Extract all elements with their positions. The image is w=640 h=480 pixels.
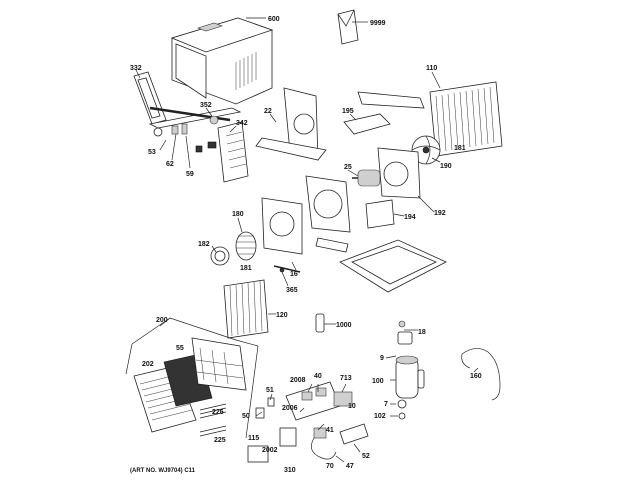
- motor-part: [352, 169, 381, 187]
- callout-2008: 2008: [290, 377, 306, 384]
- callout-100: 100: [372, 378, 384, 385]
- callout-22: 22: [264, 108, 272, 115]
- callout-180: 180: [232, 211, 244, 218]
- callout-70: 70: [326, 463, 334, 470]
- callout-195: 195: [342, 108, 354, 115]
- grommet-part: [397, 399, 407, 420]
- front-divider-part: [255, 87, 327, 161]
- cabinet-part: [170, 17, 274, 105]
- manual-part: [337, 9, 359, 45]
- callout-62: 62: [166, 161, 174, 168]
- compressor-part: [395, 355, 425, 399]
- callout-102: 102: [374, 413, 386, 420]
- bracket-parts: [171, 123, 217, 153]
- blower-housing-part: [261, 175, 351, 255]
- overload-part: [397, 320, 413, 345]
- fan-blade-part: [411, 135, 441, 165]
- callout-52: 52: [362, 453, 370, 460]
- shaft-part: [273, 265, 301, 273]
- shroud-part: [377, 147, 421, 199]
- callout-194: 194: [404, 214, 416, 221]
- callout-332: 332: [130, 65, 142, 72]
- callout-9: 9: [380, 355, 384, 362]
- callout-labels: 600 9999 332 110 352 22 195 342 181 53 6…: [130, 16, 482, 474]
- support-bar-part: [149, 106, 231, 125]
- control-knob-part: [339, 423, 369, 445]
- front-frame-part: [133, 71, 242, 137]
- evaporator-coil-part: [223, 279, 269, 339]
- callout-51: 51: [266, 387, 274, 394]
- callout-115: 115: [248, 435, 259, 442]
- callout-225: 225: [214, 437, 226, 444]
- callout-9999: 9999: [370, 20, 386, 27]
- control-panel-part: [285, 381, 341, 421]
- callout-10: 10: [348, 403, 356, 410]
- tray-part: [343, 91, 425, 135]
- callout-59: 59: [186, 171, 194, 178]
- callout-7: 7: [384, 401, 388, 408]
- callout-55: 55: [176, 345, 184, 352]
- callout-182: 182: [198, 241, 210, 248]
- callout-18: 18: [418, 329, 426, 336]
- thermistor-part: [315, 313, 325, 333]
- callout-226: 226: [212, 409, 224, 416]
- callout-16: 16: [290, 271, 298, 278]
- callout-190: 190: [440, 163, 452, 170]
- callout-2002: 2002: [262, 447, 278, 454]
- orifice-ring-part: [210, 246, 230, 266]
- callout-110: 110: [426, 65, 437, 72]
- capacitor-part: [247, 427, 297, 463]
- callout-713: 713: [340, 375, 352, 382]
- callout-200: 200: [156, 317, 168, 324]
- front-panel-part: [191, 337, 247, 391]
- callout-50: 50: [242, 413, 250, 420]
- base-pan-part: [339, 239, 447, 293]
- motor-mount-part: [365, 199, 395, 229]
- callout-25: 25: [344, 164, 352, 171]
- callout-53: 53: [148, 149, 156, 156]
- callout-160: 160: [470, 373, 482, 380]
- condenser-coil-part: [429, 81, 503, 157]
- callout-40: 40: [314, 373, 322, 380]
- tubing-part: [461, 348, 501, 401]
- louver-parts: [199, 403, 227, 437]
- blower-wheel-part: [235, 231, 257, 261]
- callout-181-lower: 181: [240, 265, 252, 272]
- callout-310: 310: [284, 467, 296, 474]
- callout-1000: 1000: [336, 322, 352, 329]
- callout-342: 342: [236, 120, 248, 127]
- callout-365: 365: [286, 287, 298, 294]
- art-number-caption: (ART NO. WJ9704) C11: [130, 468, 196, 474]
- callout-192: 192: [434, 210, 446, 217]
- side-panel-part: [217, 121, 249, 183]
- callout-47: 47: [346, 463, 354, 470]
- leader-lines: [135, 17, 479, 463]
- callout-352: 352: [200, 102, 212, 109]
- callout-600: 600: [268, 16, 280, 23]
- callout-181-upper: 181: [454, 145, 466, 152]
- callout-41: 41: [326, 427, 334, 434]
- callout-2006: 2006: [282, 405, 298, 412]
- callout-202: 202: [142, 361, 154, 368]
- callout-120: 120: [276, 312, 288, 319]
- grille-assembly-bracket: [125, 317, 259, 439]
